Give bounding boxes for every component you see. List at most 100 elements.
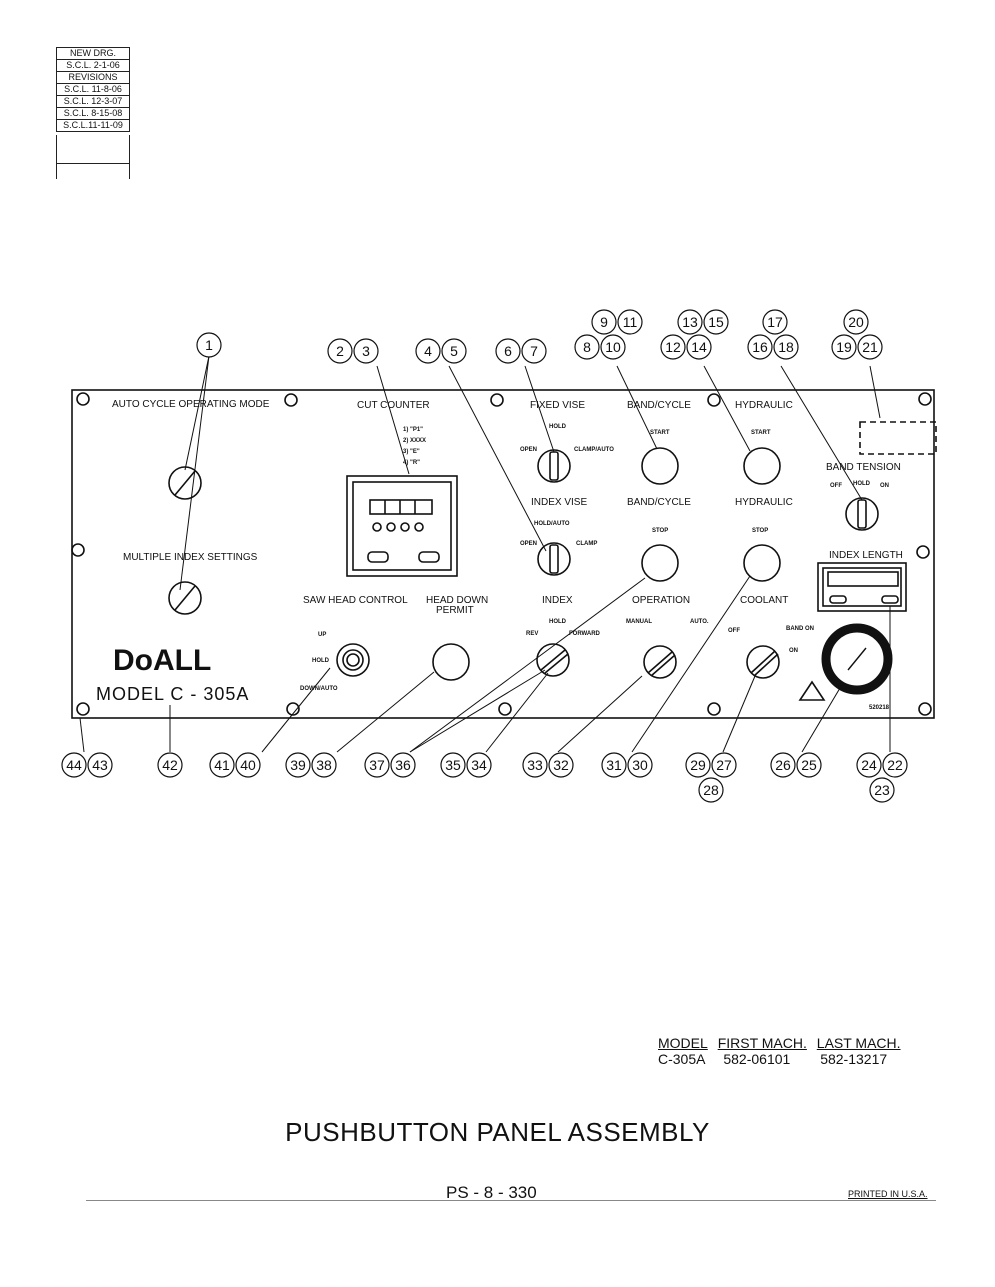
rev-item: S.C.L.11-11-09 <box>57 120 129 132</box>
coolant-off-label: OFF <box>728 628 740 634</box>
band-tension-guard-outline <box>859 421 937 455</box>
mount-hole <box>916 545 930 559</box>
callout-42 <box>157 752 183 778</box>
mount-hole <box>76 702 90 716</box>
callout-text: 24 <box>861 757 877 773</box>
panel-outline <box>71 389 935 719</box>
callout-text: 40 <box>240 757 256 773</box>
first-mach-header: FIRST MACH. <box>717 1035 807 1051</box>
doall-logo: DoALL <box>113 644 211 677</box>
cut-counter-button-right[interactable] <box>418 551 440 563</box>
model-header: MODEL <box>658 1035 708 1051</box>
callout-34 <box>466 752 492 778</box>
index-vise-selector[interactable] <box>537 542 571 576</box>
callout-text: 15 <box>708 314 724 330</box>
mount-hole <box>498 702 512 716</box>
hydraulic-stop-button[interactable] <box>743 544 781 582</box>
callout-7 <box>521 338 547 364</box>
index-vise-hold-label: HOLD/AUTO <box>534 521 570 527</box>
callout-15 <box>703 309 729 335</box>
index-label: INDEX <box>542 595 573 606</box>
cut-counter-frame <box>346 475 458 577</box>
first-mach-value: 582-06101 <box>723 1051 791 1067</box>
callout-21 <box>857 334 883 360</box>
leader-lines <box>79 355 891 753</box>
index-hold-label: HOLD <box>549 619 567 625</box>
callout-text: 21 <box>862 339 878 355</box>
warning-triangle-icon <box>798 680 826 701</box>
callout-29 <box>685 752 711 778</box>
saw-head-hold-label: HOLD <box>312 658 330 664</box>
hydraulic-start-label: START <box>751 430 771 436</box>
hydraulic-start-button[interactable] <box>743 447 781 485</box>
index-rev-label: REV <box>526 631 538 637</box>
callout-text: 38 <box>316 757 332 773</box>
callout-33 <box>522 752 548 778</box>
head-down-permit-button[interactable] <box>432 643 470 681</box>
revision-block: NEW DRG. S.C.L. 2-1-06 REVISIONS S.C.L. … <box>56 47 130 132</box>
callout-text: 14 <box>691 339 707 355</box>
callout-38 <box>311 752 337 778</box>
multiple-index-selector-knob[interactable] <box>168 581 202 615</box>
emergency-stop-button[interactable] <box>821 623 893 695</box>
rev-new-drg: NEW DRG. <box>57 48 129 60</box>
callout-6 <box>495 338 521 364</box>
callout-text: 42 <box>162 757 178 773</box>
index-selector[interactable] <box>536 643 570 677</box>
coolant-selector[interactable] <box>746 645 780 679</box>
saw-head-control-switch[interactable] <box>336 643 370 677</box>
callout-23 <box>869 777 895 803</box>
callout-9 <box>591 309 617 335</box>
rev-header: REVISIONS <box>57 72 129 84</box>
mount-hole <box>707 702 721 716</box>
band-cycle-start-group-label: BAND/CYCLE <box>627 400 691 411</box>
callout-20 <box>843 309 869 335</box>
index-length-label: INDEX LENGTH <box>829 550 903 561</box>
callout-text: 33 <box>527 757 543 773</box>
callout-text: 28 <box>703 782 719 798</box>
auto-cycle-selector-knob[interactable] <box>168 466 202 500</box>
fixed-vise-selector[interactable] <box>537 449 571 483</box>
callout-39 <box>285 752 311 778</box>
model-value: C-305A <box>658 1051 706 1067</box>
fixed-vise-label: FIXED VISE <box>530 400 585 411</box>
mount-hole <box>918 392 932 406</box>
mount-hole <box>286 702 300 716</box>
index-length-button-right[interactable] <box>881 595 899 604</box>
callout-14 <box>686 334 712 360</box>
callout-2 <box>327 338 353 364</box>
band-tension-selector[interactable] <box>845 497 879 531</box>
auto-cycle-label: AUTO CYCLE OPERATING MODE <box>112 399 270 410</box>
callout-text: 2 <box>336 343 344 359</box>
operation-selector[interactable] <box>643 645 677 679</box>
revision-block-rule <box>56 163 130 164</box>
callout-text: 41 <box>214 757 230 773</box>
band-cycle-stop-button[interactable] <box>641 544 679 582</box>
cut-counter-label: CUT COUNTER <box>357 400 430 411</box>
operation-manual-label: MANUAL <box>626 619 652 625</box>
callout-11 <box>617 309 643 335</box>
counter-mode-4: 4) "R" <box>403 460 420 466</box>
callout-17 <box>762 309 788 335</box>
index-length-button-left[interactable] <box>829 595 847 604</box>
operation-auto-label: AUTO. <box>690 619 709 625</box>
callout-text: 43 <box>92 757 108 773</box>
model-plate-label: MODEL C - 305A <box>96 684 249 704</box>
callout-37 <box>364 752 390 778</box>
band-cycle-start-button[interactable] <box>641 447 679 485</box>
model-table-row: C-305A 582-06101 582-13217 <box>658 1051 907 1067</box>
last-mach-value: 582-13217 <box>820 1051 888 1067</box>
index-vise-clamp-label: CLAMP <box>576 541 597 547</box>
callout-text: 37 <box>369 757 385 773</box>
saw-head-down-label: DOWN/AUTO <box>300 686 338 692</box>
index-forward-label: FORWARD <box>569 631 601 637</box>
head-down-permit-label-2: PERMIT <box>436 605 474 616</box>
callout-32 <box>548 752 574 778</box>
callout-43 <box>87 752 113 778</box>
callout-text: 25 <box>801 757 817 773</box>
callout-19 <box>831 334 857 360</box>
band-cycle-stop-label: STOP <box>652 528 668 534</box>
mount-hole <box>918 702 932 716</box>
cut-counter-button-left[interactable] <box>367 551 389 563</box>
hydraulic-stop-label: STOP <box>752 528 768 534</box>
